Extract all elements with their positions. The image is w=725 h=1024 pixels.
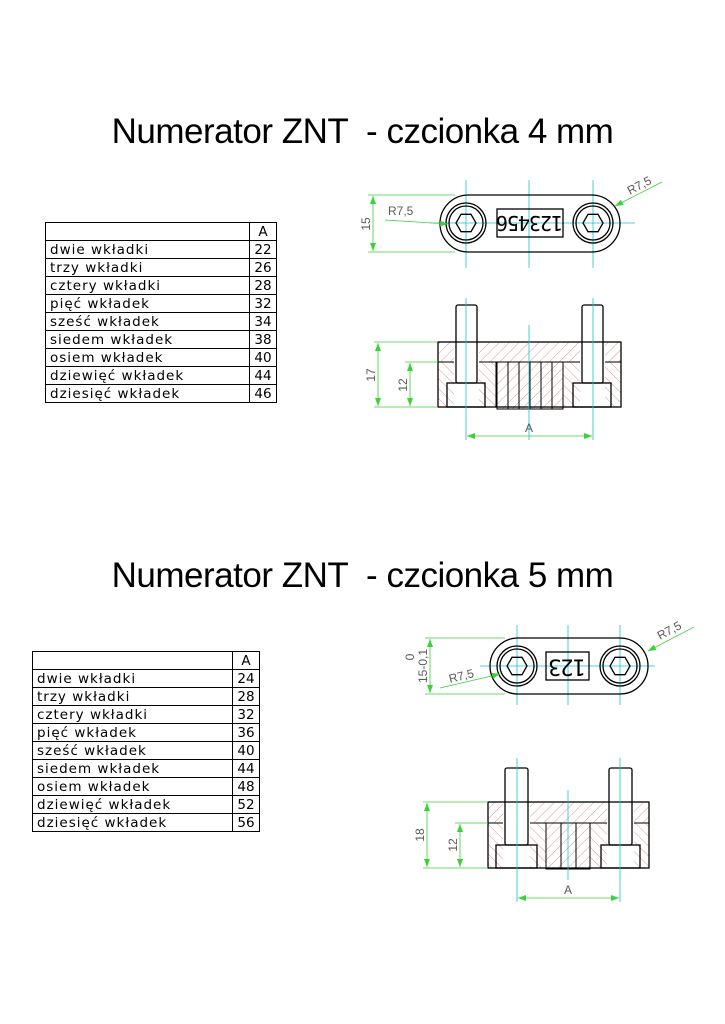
number-digits: 123456: [497, 211, 563, 235]
dimension-a-value: 28: [249, 276, 277, 295]
bolt-head-right: [572, 202, 614, 244]
dimension-a-value: 44: [249, 366, 277, 385]
section-title-4mm: Numerator ZNT - czcionka 4 mm: [111, 112, 614, 151]
spacing-dimension: A: [564, 883, 572, 897]
dimension-a-value: 40: [249, 348, 277, 367]
insert-count-label: cztery wkładki: [32, 705, 233, 724]
insert-count-label: trzy wkładki: [45, 258, 250, 277]
insert-count-label: osiem wkładek: [45, 348, 250, 367]
dimension-a-value: 28: [232, 687, 260, 706]
dimension-a-value: 22: [249, 240, 277, 259]
insert-count-label: osiem wkładek: [32, 777, 233, 796]
dimension-a-value: 40: [232, 741, 260, 760]
plan-view-4mm: 123456 15 R7,5 R7,5: [359, 173, 663, 268]
insert-count-label: dwie wkładki: [45, 240, 250, 259]
bolt-head-right: [599, 645, 641, 687]
height-dimension: 17: [364, 368, 378, 382]
spacing-dimension: A: [525, 421, 533, 435]
insert-count-label: dziesięć wkładek: [45, 384, 250, 403]
insert-count-label: dziesięć wkładek: [32, 813, 233, 832]
column-header-a: A: [249, 222, 277, 241]
dimension-a-value: 46: [249, 384, 277, 403]
dimension-a-value: 32: [232, 705, 260, 724]
inner-dimension: 12: [396, 378, 410, 392]
width-dimension: 15: [359, 217, 373, 231]
radius-right: R7,5: [655, 618, 684, 642]
radius-left: R7,5: [388, 204, 414, 218]
radius-left: R7,5: [447, 666, 475, 686]
section-view-5mm: 18 12 A: [413, 758, 650, 902]
section-view-4mm: 17 12 A: [364, 298, 622, 440]
dimension-a-value: 24: [232, 669, 260, 688]
inner-dimension: 12: [446, 838, 460, 852]
dimension-a-value: 56: [232, 813, 260, 832]
bolt-head-left: [496, 645, 538, 687]
width-tolerance-upper: 0: [403, 653, 417, 660]
column-header-a: A: [232, 651, 260, 670]
width-dimension: 15-0,1: [416, 649, 430, 683]
insert-count-label: sześć wkładek: [32, 741, 233, 760]
dimension-a-value: 32: [249, 294, 277, 313]
number-digits: 123: [549, 654, 586, 679]
dimension-a-value: 44: [232, 759, 260, 778]
section-title-5mm: Numerator ZNT - czcionka 5 mm: [111, 556, 614, 595]
height-dimension: 18: [413, 828, 427, 842]
radius-right: R7,5: [625, 173, 654, 197]
plan-view-5mm: 123 15-0,1 0 R7,5 R7,5: [403, 618, 695, 705]
